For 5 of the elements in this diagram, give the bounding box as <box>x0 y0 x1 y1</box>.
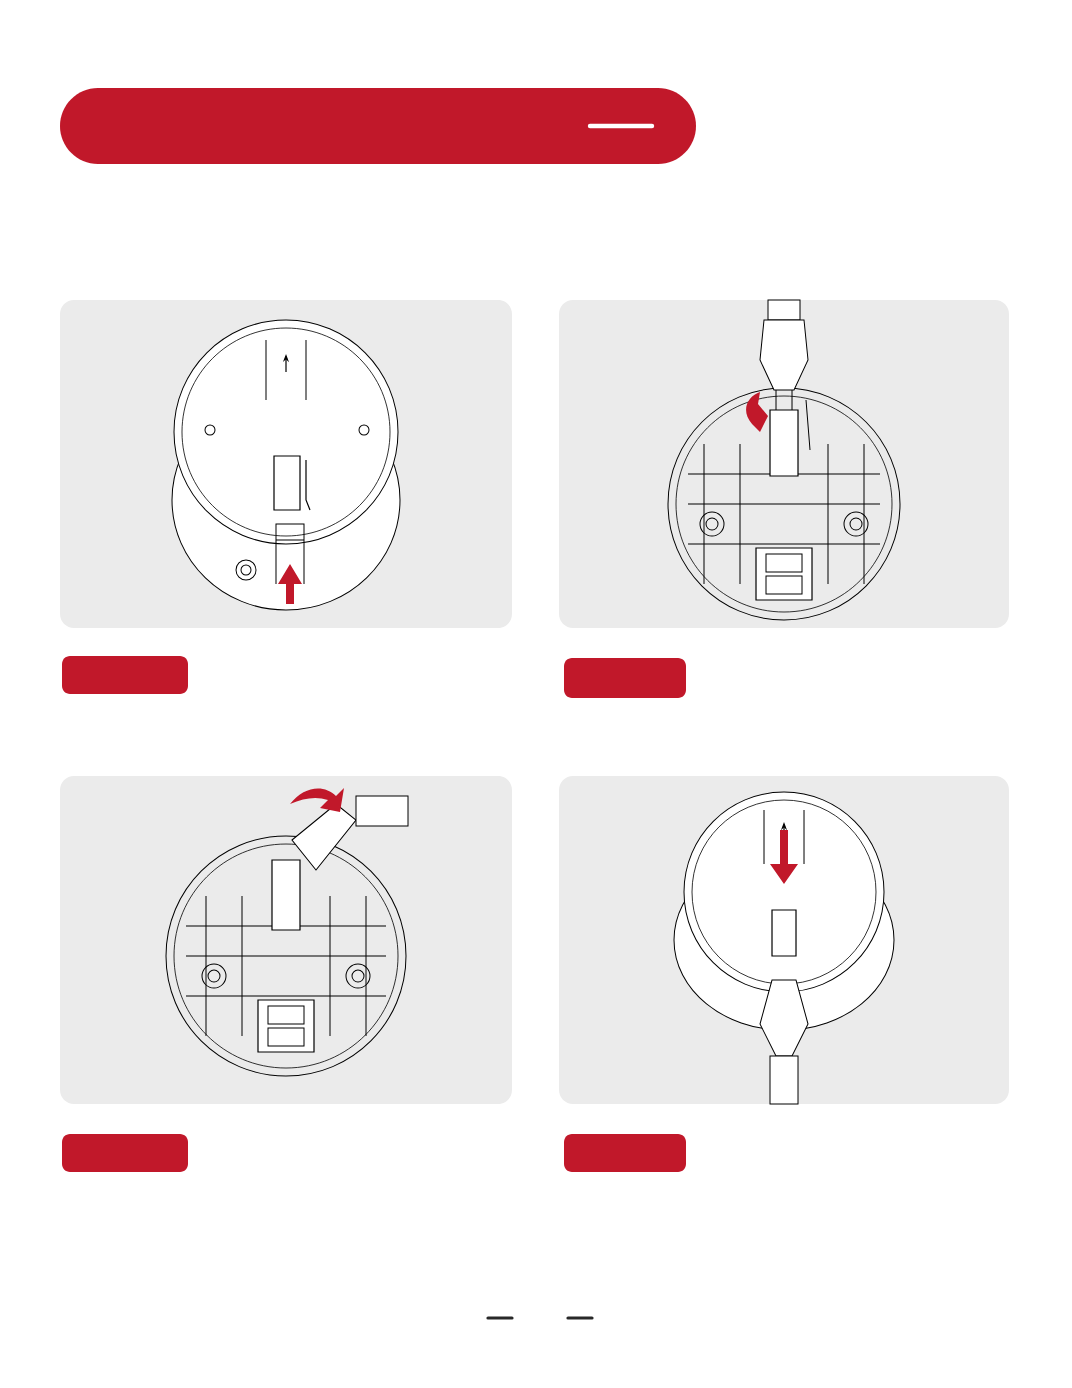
step-badge <box>564 658 686 698</box>
step-badge <box>62 656 188 694</box>
title-bar <box>60 88 696 164</box>
step-badge <box>564 1134 686 1172</box>
step-badge <box>62 1134 188 1172</box>
